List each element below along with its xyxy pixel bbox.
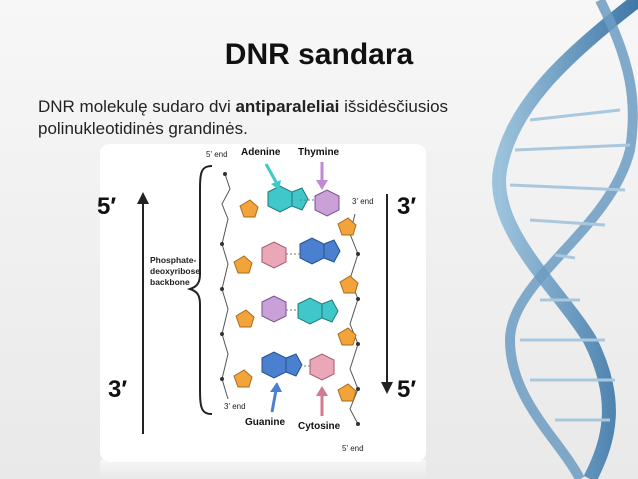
left-bottom-3prime-label: 3′ xyxy=(108,376,128,403)
left-sugars xyxy=(233,199,259,388)
base-pair-guanine-cytosine-1 xyxy=(261,237,341,269)
right-sugars xyxy=(337,217,359,402)
backbone-label-line-1: Phosphate- xyxy=(150,255,197,265)
backbone-label: Phosphate- deoxyribose backbone xyxy=(150,255,200,288)
panel-reflection xyxy=(100,460,426,479)
backbone-label-line-2: deoxyribose xyxy=(150,266,201,276)
base-pair-thymine-adenine xyxy=(261,295,339,325)
body-text-start: DNR molekulę sudaro dvi xyxy=(38,97,236,116)
three-prime-end-right-label: 3' end xyxy=(352,197,374,206)
slide-title: DNR sandara xyxy=(224,38,414,71)
slide-body-text: DNR molekulę sudaro dvi antiparaleliai i… xyxy=(38,96,508,140)
body-text-end: išsidėsčiusios polinukleotidinės grandin… xyxy=(38,97,449,138)
thymine-pointer-arrow xyxy=(316,162,328,190)
left-top-5prime-label: 5′ xyxy=(97,193,117,220)
cytosine-label: Cytosine xyxy=(298,421,341,432)
right-bottom-5prime-label: 5′ xyxy=(397,376,417,403)
cytosine-pointer-arrow xyxy=(316,386,328,416)
guanine-label: Guanine xyxy=(245,417,286,428)
thymine-label: Thymine xyxy=(298,147,340,158)
three-prime-end-bottom-label: 3' end xyxy=(224,402,246,411)
right-strand-arrow xyxy=(381,194,393,394)
body-text-emphasis: antiparaleliai xyxy=(235,97,340,116)
five-prime-end-bottom-label: 5' end xyxy=(342,444,364,453)
right-top-3prime-label: 3′ xyxy=(397,193,417,220)
dna-structure-diagram xyxy=(137,162,393,434)
five-prime-end-top-label: 5' end xyxy=(206,150,228,159)
backbone-brace xyxy=(186,165,213,415)
adenine-pointer-arrow xyxy=(264,163,281,190)
dna-helix-decoration xyxy=(492,0,638,479)
adenine-label: Adenine xyxy=(241,147,281,158)
backbone-label-line-3: backbone xyxy=(150,277,190,287)
base-pair-guanine-cytosine-2 xyxy=(261,351,335,381)
base-pair-adenine-thymine xyxy=(267,185,340,217)
guanine-pointer-arrow xyxy=(270,382,282,413)
left-strand-arrow xyxy=(137,192,149,434)
